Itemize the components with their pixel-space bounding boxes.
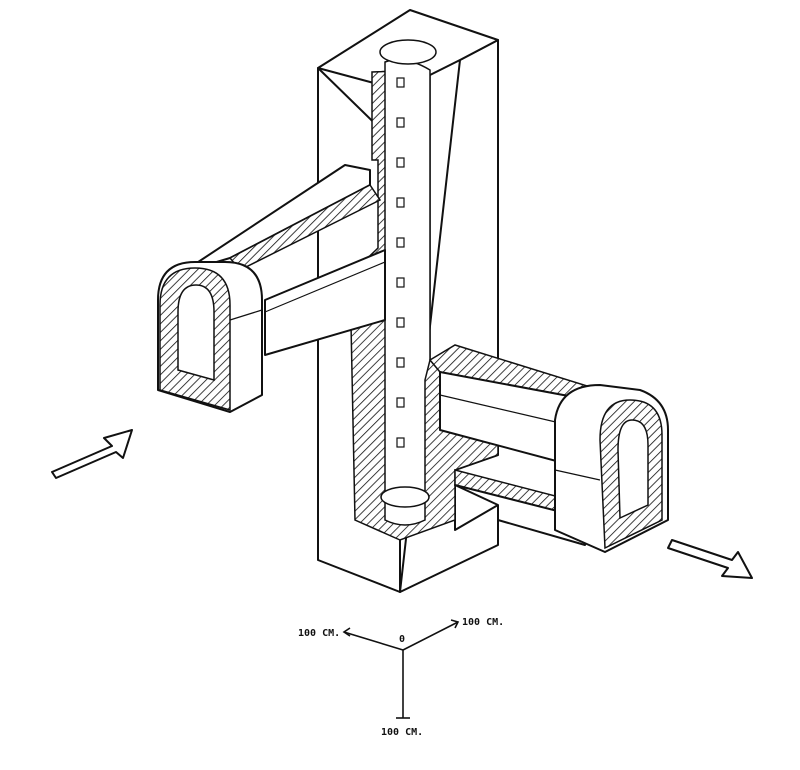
axis-origin-label: 0 [399,634,405,645]
right-duct-opening [617,419,649,520]
shaft-top-opening [379,39,437,65]
shaft-bore [384,59,431,526]
inlet-arrow-icon [51,429,133,479]
scale-axes: 0 100 CM. 100 CM. 100 CM. [298,617,504,738]
left-branch-duct [157,164,386,413]
axis-left-label: 100 CM. [298,628,340,639]
left-duct-opening [177,284,215,381]
shaft-notches [396,77,405,448]
shaft-bottom-opening [380,486,430,508]
outlet-arrow-icon [667,539,753,579]
right-branch-duct [428,344,669,553]
vertical-shaft-block [317,9,499,593]
axis-right-label: 100 CM. [462,617,504,628]
axis-down-label: 100 CM. [381,727,423,738]
